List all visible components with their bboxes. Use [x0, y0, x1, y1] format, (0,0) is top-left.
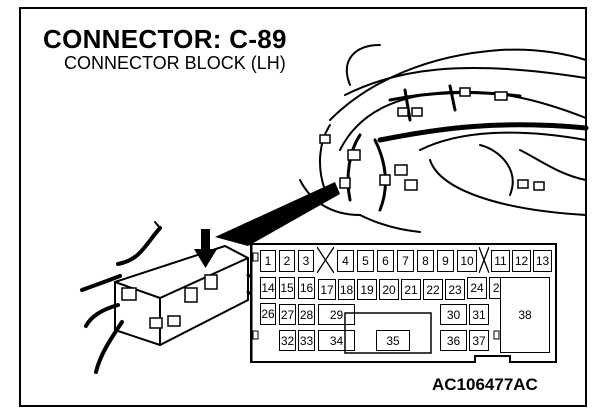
terminal-pin: 27 — [279, 304, 296, 325]
terminal-pin: 9 — [437, 250, 454, 272]
empty-cavity — [478, 246, 490, 274]
terminal-pin: 32 — [279, 330, 296, 351]
terminal-pin: 15 — [279, 277, 295, 299]
terminal-pin: 33 — [298, 330, 315, 351]
terminal-face-view: 1 2 3 4 5 6 7 8 9 10 11 12 13 14 15 16 1… — [250, 243, 557, 363]
terminal-pin: 12 — [512, 250, 531, 272]
terminal-pin: 31 — [469, 304, 489, 325]
cross-icon — [316, 246, 335, 274]
terminal-pin: 1 — [260, 250, 276, 272]
terminal-pin: 5 — [357, 250, 374, 272]
terminal-pin: 16 — [298, 277, 315, 299]
terminal-pin: 29 — [318, 304, 355, 325]
terminal-pin: 13 — [533, 250, 552, 272]
cross-icon — [478, 246, 490, 274]
terminal-pin: 10 — [457, 250, 477, 272]
dashboard-connectors — [319, 87, 545, 191]
connector-subtitle: CONNECTOR BLOCK (LH) — [64, 53, 286, 73]
terminal-pin: 8 — [417, 250, 434, 272]
terminal-pin: 28 — [298, 304, 315, 325]
terminal-pin: 22 — [423, 279, 443, 300]
terminal-pin: 35 — [376, 330, 410, 351]
terminal-pin: 30 — [440, 304, 467, 325]
terminal-pin: 2 — [279, 250, 295, 272]
connector-title: CONNECTOR: C-89 — [43, 24, 287, 54]
terminal-pin: 3 — [298, 250, 314, 272]
terminal-pin: 18 — [338, 279, 355, 300]
empty-cavity — [316, 246, 335, 274]
terminal-pin: 37 — [469, 330, 489, 351]
terminal-pin: 26 — [260, 303, 276, 325]
terminal-pin: 19 — [357, 279, 377, 300]
terminal-pin: 23 — [445, 279, 465, 300]
down-arrow-icon — [194, 229, 217, 268]
terminal-pin: 6 — [377, 250, 394, 272]
terminal-pin: 14 — [260, 277, 276, 299]
terminal-pin: 4 — [337, 250, 354, 272]
terminal-pin: 20 — [379, 279, 399, 300]
terminal-pin: 21 — [401, 279, 421, 300]
terminal-pin: 36 — [440, 330, 467, 351]
terminal-pin: 11 — [491, 250, 510, 272]
figure-code: AC106477AC — [432, 375, 538, 394]
terminal-pin: 7 — [397, 250, 414, 272]
connector-body — [114, 244, 249, 347]
pointer-wedge — [215, 182, 340, 246]
terminal-pin: 34 — [318, 330, 355, 351]
terminal-pin: 17 — [318, 279, 336, 300]
terminal-pin-large: 38 — [500, 277, 550, 353]
dashboard-outline — [299, 44, 587, 233]
terminal-pin: 24 — [467, 277, 487, 299]
